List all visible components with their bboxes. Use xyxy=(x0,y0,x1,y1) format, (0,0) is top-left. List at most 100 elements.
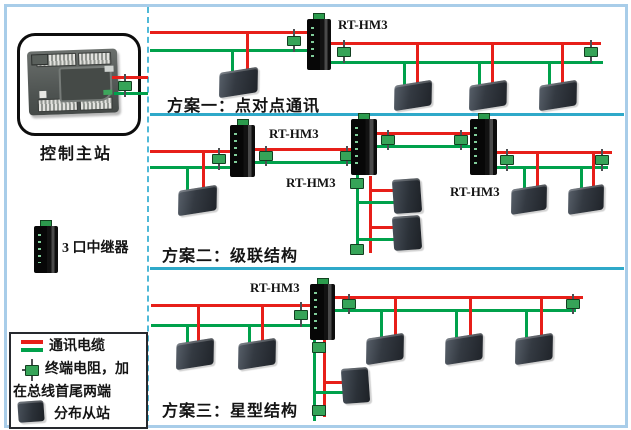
repeater-leds xyxy=(355,127,358,165)
legend-green-cable-icon xyxy=(21,348,43,352)
scheme-separator xyxy=(150,113,624,116)
red-cable xyxy=(536,151,539,189)
terminal-resistor xyxy=(118,74,132,97)
terminal-resistor xyxy=(595,149,609,171)
rt-hm3-repeater xyxy=(310,278,335,340)
terminal-resistor xyxy=(342,294,356,314)
red-cable xyxy=(561,42,564,85)
repeater-model-label: RT-HM3 xyxy=(450,184,500,199)
repeater-leds xyxy=(314,292,317,330)
repeater-model-label: RT-HM3 xyxy=(250,280,300,295)
repeater-model-label: RT-HM3 xyxy=(286,175,336,190)
plc-device-icon xyxy=(26,48,120,116)
plc-sticker xyxy=(104,65,114,72)
green-cable xyxy=(523,166,526,189)
red-cable xyxy=(261,304,264,343)
green-cable xyxy=(231,49,234,73)
red-cable xyxy=(592,151,595,189)
scheme2-title: 方案二：级联结构 xyxy=(162,248,299,265)
terminal-resistor xyxy=(584,40,598,63)
red-cable xyxy=(151,304,311,307)
red-cable xyxy=(377,132,472,135)
red-cable xyxy=(540,296,543,338)
terminal-resistor xyxy=(381,130,395,150)
terminal-resistor xyxy=(294,302,308,327)
terminal-resistor xyxy=(500,149,514,171)
red-cable xyxy=(469,296,472,338)
red-cable xyxy=(394,296,397,338)
green-cable xyxy=(150,49,309,52)
green-cable xyxy=(356,238,397,241)
green-cable xyxy=(525,309,528,338)
rt-hm3-repeater xyxy=(230,119,255,177)
green-cable xyxy=(377,145,472,148)
terminal-resistor xyxy=(340,146,354,166)
green-cable xyxy=(151,324,311,327)
terminal-resistor xyxy=(350,178,364,189)
green-cable xyxy=(478,61,481,85)
slave-device xyxy=(391,178,423,214)
green-cable xyxy=(380,309,383,338)
red-cable xyxy=(150,150,235,153)
plc-qr-label xyxy=(39,90,47,99)
master-station-label: 控制主站 xyxy=(39,146,112,163)
red-cable xyxy=(416,42,419,85)
terminal-resistor xyxy=(312,342,326,353)
red-cable xyxy=(202,150,205,190)
terminal-resistor xyxy=(287,29,301,52)
red-cable xyxy=(197,304,200,343)
red-cable xyxy=(369,176,372,253)
terminal-resistor xyxy=(259,146,273,166)
green-cable xyxy=(455,309,458,338)
repeater-leds xyxy=(474,127,477,165)
repeater-leds xyxy=(234,133,237,167)
repeater-model-label: RT-HM3 xyxy=(338,17,388,32)
left-panel-divider xyxy=(147,7,149,421)
red-cable xyxy=(491,42,494,85)
repeater-device-icon xyxy=(34,220,58,273)
terminal-resistor xyxy=(312,405,326,416)
green-cable xyxy=(255,161,355,164)
scheme3-title: 方案三：星型结构 xyxy=(162,403,299,420)
slave-device xyxy=(391,215,423,251)
diagram-border xyxy=(4,4,628,428)
red-cable xyxy=(335,296,583,299)
green-cable xyxy=(186,166,189,190)
red-cable xyxy=(323,340,326,417)
green-cable xyxy=(150,166,235,169)
legend-slave-icon xyxy=(17,400,45,423)
red-cable xyxy=(323,381,345,384)
legend-resistor-icon xyxy=(25,365,39,376)
legend-slave-label: 分布从站 xyxy=(54,407,110,422)
legend-terminator-label-1: 终端电阻，加 xyxy=(45,362,129,377)
legend-terminator-label-2: 在总线首尾两端 xyxy=(13,385,111,400)
repeater-model-label: RT-HM3 xyxy=(269,126,319,141)
green-cable xyxy=(580,166,583,189)
red-cable xyxy=(369,189,397,192)
green-cable xyxy=(186,324,189,343)
legend-red-cable-icon xyxy=(21,340,43,344)
green-cable xyxy=(248,324,251,343)
rt-hm3-repeater xyxy=(307,13,331,70)
green-cable xyxy=(313,391,345,394)
red-cable xyxy=(497,151,612,154)
scheme-separator xyxy=(150,267,624,270)
red-cable xyxy=(331,42,601,45)
legend-cable-label: 通讯电缆 xyxy=(49,339,105,354)
green-cable xyxy=(497,166,608,169)
red-cable xyxy=(369,226,397,229)
slave-device xyxy=(340,367,371,404)
repeater-leds xyxy=(38,234,41,263)
red-cable xyxy=(255,148,355,151)
red-cable xyxy=(246,31,249,73)
green-cable xyxy=(548,61,551,85)
red-cable xyxy=(150,31,311,34)
green-cable xyxy=(356,175,359,253)
repeater-leds xyxy=(311,27,314,60)
plc-display xyxy=(31,53,49,66)
terminal-resistor xyxy=(454,130,468,150)
terminal-resistor xyxy=(566,294,580,314)
terminal-resistor xyxy=(337,40,351,63)
green-cable xyxy=(331,61,603,64)
